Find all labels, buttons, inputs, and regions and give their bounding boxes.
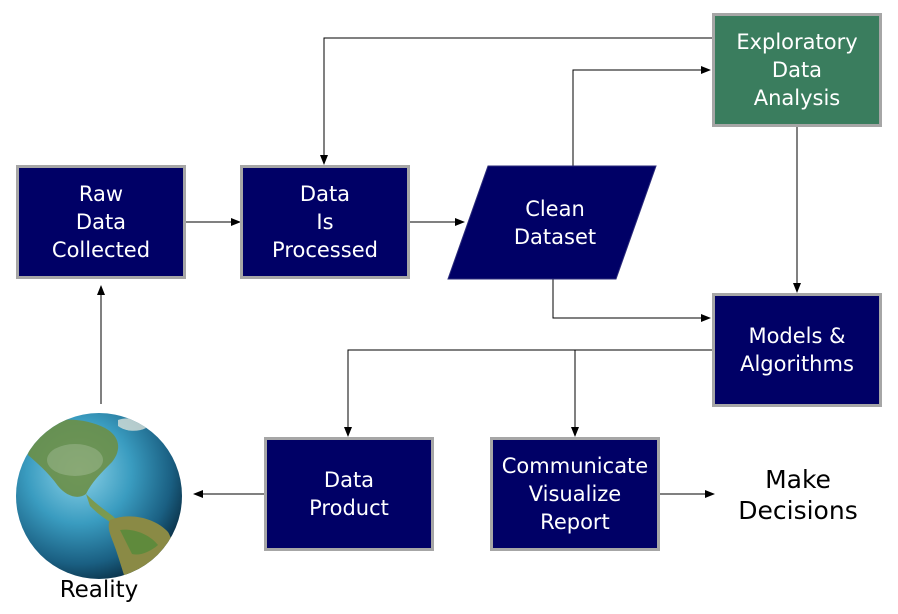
reality-label: Reality <box>59 577 139 603</box>
clean-dataset-box: Clean Dataset <box>470 166 640 279</box>
clean-dataset-label: Clean Dataset <box>513 196 597 249</box>
data-is-processed-label: Data Is Processed <box>272 182 378 262</box>
arrow-clean-to-eda <box>572 66 711 166</box>
raw-data-collected-label: Raw Data Collected <box>51 182 151 262</box>
clean-dataset-shape <box>447 165 657 280</box>
arrow-models-to-product <box>344 349 712 437</box>
data-product-box: Data Product <box>264 437 434 551</box>
raw-data-collected-box: Raw Data Collected <box>16 165 186 279</box>
arrow-eda-to-processed <box>320 37 712 165</box>
arrow-clean-to-models <box>552 279 711 322</box>
data-is-processed-box: Data Is Processed <box>240 165 410 279</box>
communicate-visualize-report-box: Communicate Visualize Report <box>490 437 660 551</box>
make-decisions-label: Make Decisions <box>738 465 858 525</box>
communicate-visualize-report-label: Communicate Visualize Report <box>501 454 649 534</box>
models-algorithms-label: Models & Algorithms <box>740 324 854 376</box>
data-product-label: Data Product <box>309 468 389 520</box>
models-algorithms-box: Models & Algorithms <box>712 293 882 407</box>
exploratory-data-analysis-box: Exploratory Data Analysis <box>712 13 882 127</box>
globe-image <box>16 413 182 579</box>
exploratory-data-analysis-label: Exploratory Data Analysis <box>736 30 858 110</box>
